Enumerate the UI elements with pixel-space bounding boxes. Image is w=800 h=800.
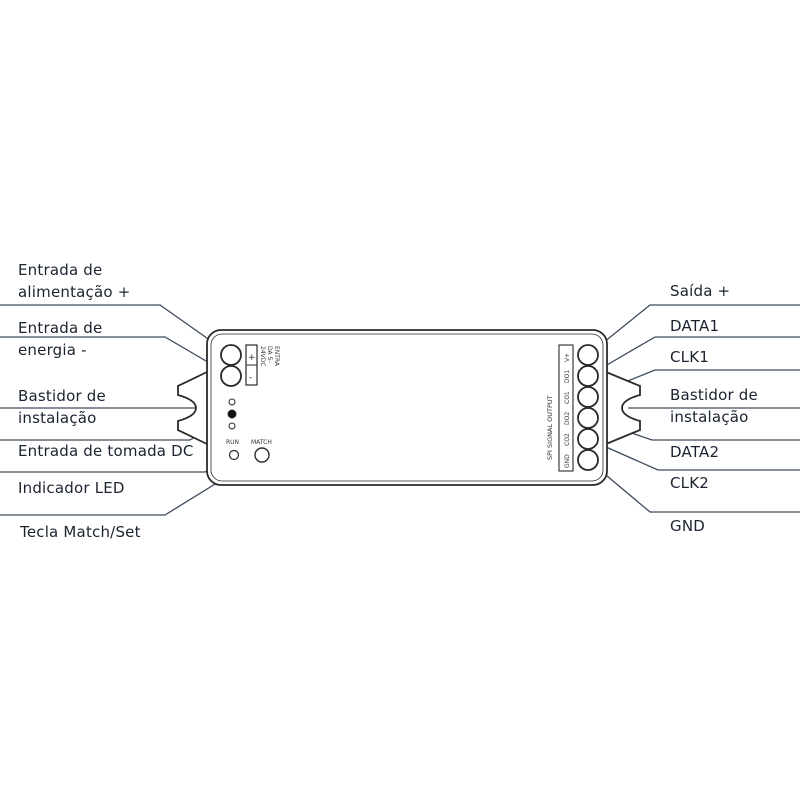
- label-mount-left-line1: Bastidor de: [18, 387, 106, 405]
- pin-label-co1: CO1: [564, 391, 571, 404]
- label-mount-left: Bastidor de instalação: [18, 385, 106, 429]
- input-header-line3: 24VDC: [259, 346, 266, 367]
- dc-jack-center: [227, 409, 237, 419]
- label-mount-left-line2: instalação: [18, 409, 97, 427]
- label-mount-right-line2: instalação: [670, 408, 749, 426]
- label-out-plus-line1: Saída +: [670, 282, 731, 300]
- label-data2-line1: DATA2: [670, 443, 720, 461]
- run-label: RUN: [226, 439, 239, 446]
- label-power-in-plus-line1: Entrada de: [18, 261, 103, 279]
- input-sign-plus: +: [248, 353, 256, 363]
- led-indicator: [228, 449, 240, 461]
- label-gnd: GND: [670, 515, 705, 537]
- device-printed-text: ENTRA DA 5- 24VDC + - RUN MATCH SPI SIGN…: [226, 346, 571, 468]
- pin-label-gnd: GND: [564, 454, 571, 468]
- label-power-in-plus: Entrada de alimentação +: [18, 259, 131, 303]
- label-match-key: Tecla Match/Set: [20, 521, 141, 543]
- label-mount-right-line1: Bastidor de: [670, 386, 758, 404]
- pin-label-do1: DO1: [564, 370, 571, 383]
- label-dc-jack-line1: Entrada de tomada DC: [18, 442, 194, 460]
- label-data1-line1: DATA1: [670, 317, 720, 335]
- match-label: MATCH: [251, 439, 272, 446]
- label-match-key-line1: Tecla Match/Set: [20, 523, 141, 541]
- label-clk1: CLK1: [670, 346, 709, 368]
- match-key[interactable]: [254, 447, 270, 463]
- label-out-plus: Saída +: [670, 280, 730, 302]
- pin-label-co2: CO2: [564, 433, 571, 446]
- controller-device: [177, 329, 641, 486]
- output-pin-strip: [558, 344, 574, 472]
- device-body: [206, 329, 608, 486]
- terminal-v-plus: [577, 344, 599, 366]
- label-power-in-minus-line1: Entrada de: [18, 319, 103, 337]
- terminal-gnd: [577, 449, 599, 471]
- input-header-line1: ENTRA: [273, 346, 280, 367]
- leader-out-plus: [587, 304, 800, 356]
- terminal-in-plus: [220, 344, 242, 366]
- label-clk2: CLK2: [670, 472, 709, 494]
- leader-data1: [587, 336, 800, 377]
- label-data1: DATA1: [670, 315, 719, 337]
- input-sign-minus: -: [249, 373, 252, 383]
- leader-gnd: [587, 459, 800, 513]
- label-power-in-minus-line2: energia -: [18, 341, 87, 359]
- terminal-co2: [577, 428, 599, 450]
- terminal-co1: [577, 386, 599, 408]
- label-power-in-plus-line2: alimentação +: [18, 283, 131, 301]
- dc-jack-top: [228, 398, 236, 406]
- terminal-in-minus: [220, 365, 242, 387]
- label-clk2-line1: CLK2: [670, 474, 710, 492]
- mount-bracket-right: [605, 371, 641, 445]
- leader-lines: [0, 304, 800, 516]
- label-gnd-line1: GND: [670, 517, 705, 535]
- pin-label-do2: DO2: [564, 412, 571, 425]
- label-clk1-line1: CLK1: [670, 348, 710, 366]
- label-mount-right: Bastidor de instalação: [670, 384, 758, 428]
- leader-clk2: [587, 438, 800, 471]
- output-header: SPI SIGNAL OUTPUT: [546, 395, 554, 460]
- label-led-line1: Indicador LED: [18, 479, 125, 497]
- device-inner-frame: [210, 333, 604, 482]
- terminal-do2: [577, 407, 599, 429]
- dc-jack-bottom: [228, 422, 236, 430]
- label-led: Indicador LED: [18, 477, 125, 499]
- input-header-line2: DA 5-: [266, 346, 273, 363]
- mount-bracket-left: [177, 371, 208, 445]
- label-data2: DATA2: [670, 441, 719, 463]
- label-power-in-minus: Entrada de energia -: [18, 317, 102, 361]
- pin-label-v-plus: V+: [564, 353, 571, 362]
- terminal-do1: [577, 365, 599, 387]
- label-dc-jack: Entrada de tomada DC: [18, 440, 194, 462]
